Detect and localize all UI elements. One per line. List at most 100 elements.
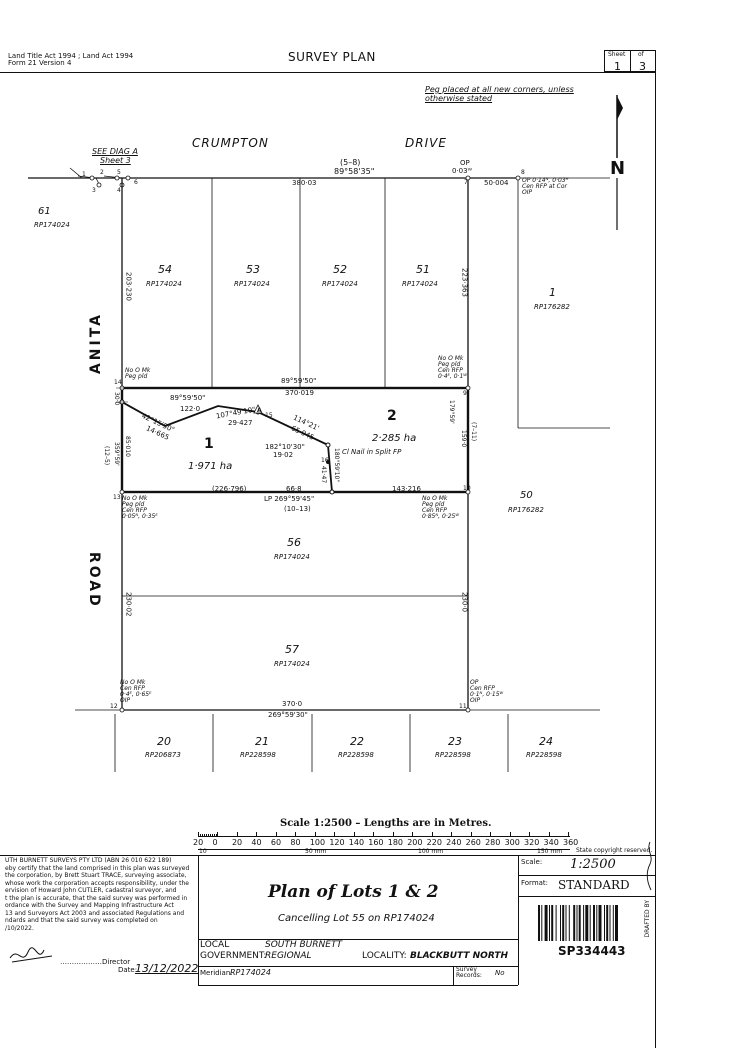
dim-223-363: 223·363 (460, 268, 469, 297)
lot-2-number: 2 (387, 408, 397, 424)
see-diagram-label[interactable]: SEE DIAG A (92, 147, 138, 156)
scale-minor-tick (205, 834, 207, 837)
ref-mark-14-line-1: No O Mk (125, 367, 151, 374)
bearing-inner: 89°59'50" (170, 394, 206, 402)
scale-tick (353, 832, 355, 837)
lot-50-plan: RP176282 (508, 506, 544, 514)
road-road: ROAD (86, 552, 102, 609)
lot-54-number: 54 (158, 263, 172, 276)
scale-tick-label: 220 (426, 838, 442, 847)
scale-tick (431, 832, 433, 837)
scale-tick-label: 20 (231, 838, 243, 847)
barcode-bar (589, 905, 591, 941)
scale-tick-label: 120 (329, 838, 345, 847)
barcode-bar (549, 905, 550, 941)
scale-tick-label: 160 (368, 838, 384, 847)
copyright-note: State copyright reserved. (576, 847, 653, 854)
scale-tick (295, 832, 297, 837)
ref-mark-10-line-2: Peg pld (422, 501, 445, 508)
station-15: 15 (265, 412, 273, 419)
scale-minor-tick (199, 834, 201, 837)
ref-mark-8-line-1: OP 0·14ᴺ, 0·03ᴴ (522, 177, 569, 184)
dim-226-796: (226·796) (212, 485, 247, 493)
survey-records-value: No (495, 969, 505, 977)
director-text: Director (102, 958, 131, 966)
scale-tick-label: 140 (348, 838, 365, 847)
meridian-value: RP174024 (230, 968, 271, 977)
north-label: N (610, 158, 626, 179)
barcode-bar (555, 905, 557, 941)
certificate-line: ndards and that the said survey was comp… (5, 917, 158, 924)
plan-number: SP334443 (558, 944, 626, 958)
lot-24-plan: RP228598 (526, 751, 562, 759)
bearing-bottom: 269°59'30" (268, 711, 308, 719)
mm-100: 100 mm (418, 848, 444, 855)
scale-tick-label: 240 (446, 838, 462, 847)
dim-7-11: (7–11) (470, 422, 477, 442)
certificate-line: the corporation, by Brett Stuart TRACE, … (5, 872, 187, 879)
lot-57-number: 57 (285, 643, 299, 656)
barcode-bar (541, 905, 543, 941)
ref-mark-9-line-1: No O Mk (438, 355, 464, 362)
certificate-line: eby certify that the land comprised in t… (5, 864, 190, 872)
dim-159-0: 159·0 (460, 430, 467, 448)
scale-tick (451, 832, 453, 837)
scale-tick-label: 300 (504, 838, 520, 847)
dim-85-010: 85·010 (124, 436, 131, 457)
scale-title: Scale 1:2500 – Lengths are in Metres. (280, 818, 492, 829)
scale-minor-tick (211, 834, 213, 837)
scale-tick (470, 832, 472, 837)
format-value: STANDARD (558, 878, 630, 892)
ref-mark-14: No O Mk Peg pld (125, 368, 150, 380)
scale-tick (256, 832, 258, 837)
barcode-bar (568, 905, 570, 941)
station-7: 7 (464, 179, 468, 186)
barcode-bar (593, 905, 595, 941)
ref-mark-11: OP Cen RFP 0·1ᴺ, 0·15ᵂ OIP (470, 680, 503, 704)
scale-tick-label: 280 (485, 838, 501, 847)
barcode-bar (596, 905, 598, 941)
mm-10: 10 (199, 848, 207, 855)
station-5: 5 (117, 169, 121, 176)
dim-380-03: 380·03 (292, 179, 317, 187)
scale-minor-tick (213, 834, 215, 837)
barcode-bar (560, 905, 561, 941)
local-value: SOUTH BURNETT (265, 940, 342, 950)
dim-29-427: 29·427 (228, 419, 253, 427)
ref-mark-11-line-4: OIP (470, 697, 481, 704)
lot-50-number: 50 (520, 490, 533, 501)
ref-mark-10-line-4: 0·85ᴺ, 0·25ᵂ (422, 513, 460, 520)
page-frame-top (0, 72, 656, 73)
act-reference: Land Title Act 1994 ; Land Act 1994 Form… (8, 52, 133, 68)
ref-mark-12-line-3: 0·4ᴱ, 0·65ᴱ (120, 691, 152, 698)
barcode-bar (606, 905, 609, 941)
scale-tick-label: 200 (407, 838, 423, 847)
dim-30-0: 30·0 (113, 392, 120, 406)
ref-mark-9-line-4: 0·4ᴱ, 0·1ᵂ (438, 373, 468, 380)
station-1: 1 (82, 171, 86, 178)
peg-note: Peg placed at all new corners, unless ot… (425, 85, 574, 104)
dim-66-8: 66·8 (286, 485, 302, 493)
bearing-top: 89°58'35" (334, 167, 375, 176)
lot-51-number: 51 (416, 263, 430, 276)
ref-mark-13-line-2: Peg pld (122, 501, 145, 508)
director-label: ………………Director (60, 958, 131, 966)
ref-mark-12-line-1: No O Mk (120, 679, 146, 686)
meridian-label: Meridian: (200, 969, 233, 977)
station-12: 12 (110, 703, 118, 710)
barcode-bar (573, 905, 576, 941)
ref-mark-12: No O Mk Cen RFP 0·4ᴱ, 0·65ᴱ OIP (120, 680, 152, 704)
lot-54-plan: RP174024 (146, 280, 182, 288)
station-4: 4 (117, 187, 121, 194)
survey-drawing (28, 95, 623, 772)
scale-minor-tick (198, 834, 199, 837)
ref-mark-9-line-3: Cen RFP (438, 367, 463, 374)
barcode-bar (615, 905, 618, 941)
ref-mark-13-line-3: Cen RFP (122, 507, 147, 514)
lot-22-plan: RP228598 (338, 751, 374, 759)
act-line-2: Form 21 Version 4 (8, 59, 72, 68)
dim-122-0: 122·0 (180, 405, 201, 413)
peg-note-line-1: Peg placed at all new corners, unless (425, 85, 574, 94)
ref-mark-10-line-3: Cen RFP (422, 507, 447, 514)
barcode-bar (612, 905, 614, 941)
